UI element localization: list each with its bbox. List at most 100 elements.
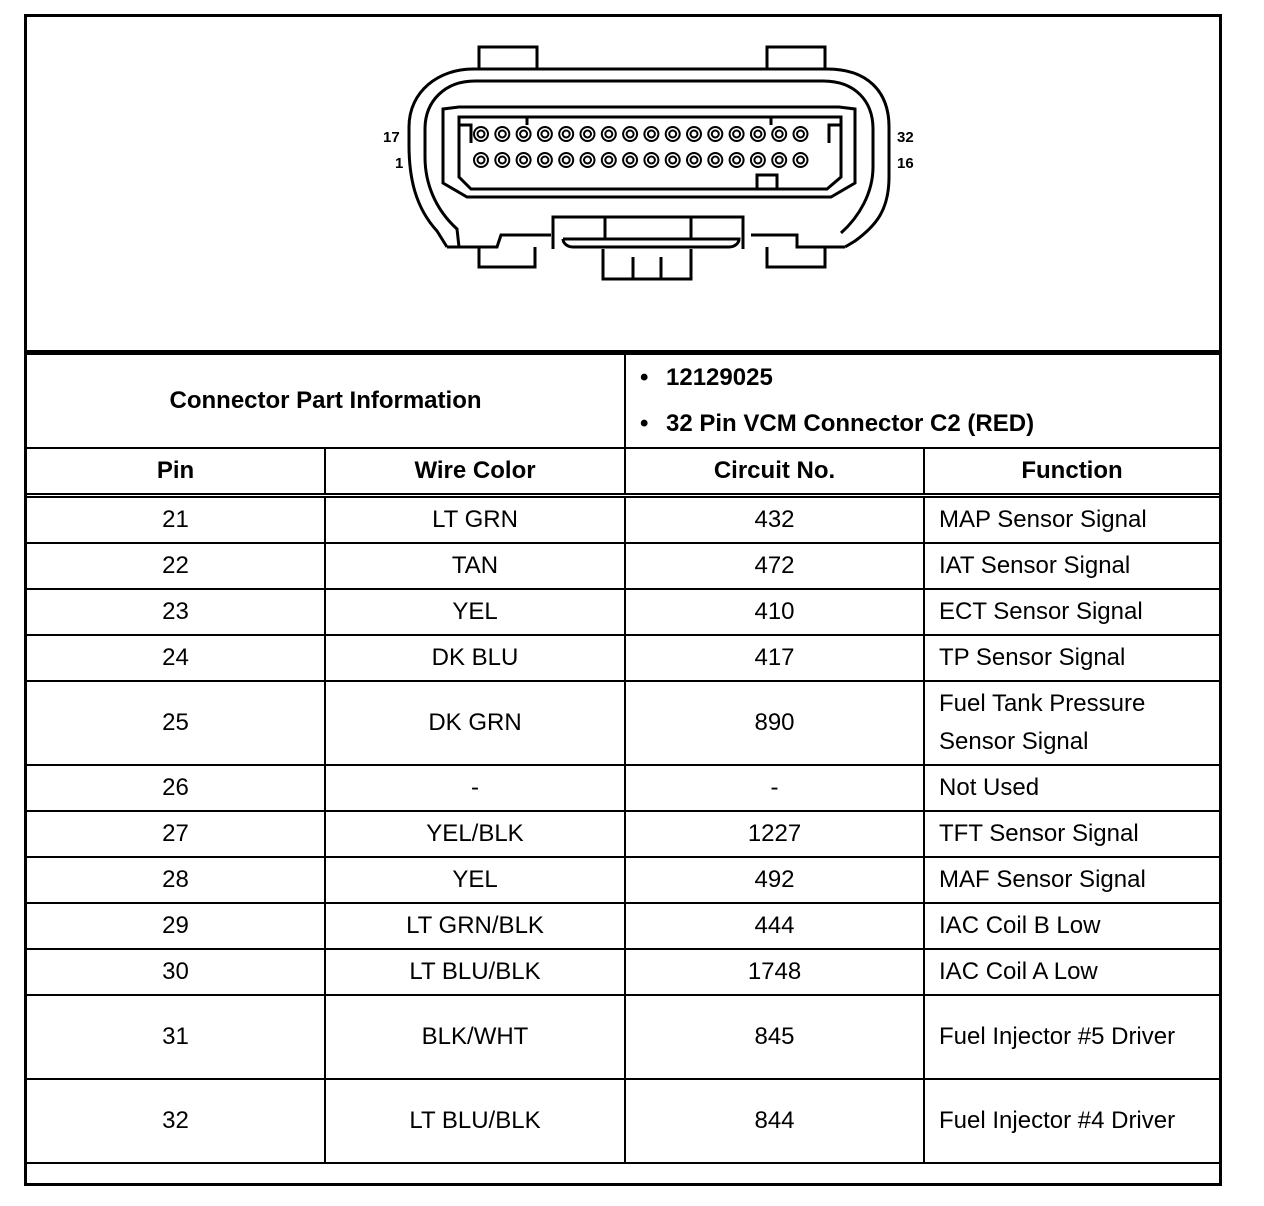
bullet-glyph: • (640, 364, 649, 391)
wire-color-cell: LT GRN/BLK (323, 902, 627, 950)
pin-hole-center (646, 129, 656, 139)
pin-hole-center (710, 129, 720, 139)
pin-cell: 23 (27, 588, 326, 636)
function-cell: MAP Sensor Signal (923, 494, 1220, 544)
pin-hole-center (774, 155, 784, 165)
wire-color-cell: LT GRN (323, 494, 627, 544)
pin-hole-center (668, 129, 678, 139)
pin-hole-center (583, 155, 592, 165)
circuit-no-cell: 1748 (624, 948, 926, 996)
wire-color-cell: YEL (323, 588, 627, 636)
pin-hole (664, 126, 681, 142)
function-cell: IAC Coil B Low (923, 902, 1220, 950)
connector-info-row: Connector Part Information •12129025 •32… (27, 353, 1220, 449)
connector-description-line: •32 Pin VCM Connector C2 (RED) (640, 401, 1219, 447)
wire-color-cell: LT BLU/BLK (323, 948, 627, 996)
pin-hole (536, 126, 553, 142)
pin-hole-center (625, 155, 635, 165)
table-row: 26--Not Used (27, 764, 1220, 812)
pinout-sheet: 17 1 32 16 Connector Part Information •1… (24, 14, 1222, 1186)
function-cell: Fuel Tank Pressure Sensor Signal (923, 680, 1220, 766)
pin-cell: 25 (27, 680, 326, 766)
part-number-line: •12129025 (640, 355, 1219, 401)
circuit-no-cell: 472 (624, 542, 926, 590)
circuit-no-cell: 410 (624, 588, 926, 636)
wire-color-cell: BLK/WHT (323, 994, 627, 1080)
connector-info-details: •12129025 •32 Pin VCM Connector C2 (RED) (624, 353, 1220, 449)
circuit-no-cell: 432 (624, 494, 926, 544)
pin-hole (749, 126, 766, 142)
function-cell: TP Sensor Signal (923, 634, 1220, 682)
pin-hole-center (519, 129, 529, 139)
pin-label-16: 16 (897, 155, 914, 172)
pin-hole (686, 126, 702, 142)
pin-hole-center (561, 155, 571, 165)
pin-hole (728, 126, 745, 142)
function-cell: Fuel Injector #4 Driver (923, 1078, 1220, 1164)
pin-hole-center (668, 155, 678, 165)
pin-cell: 32 (27, 1078, 326, 1164)
connector-diagram-area: 17 1 32 16 (27, 17, 1219, 353)
pin-hole (515, 152, 532, 168)
pin-hole (600, 126, 617, 142)
pin-hole (686, 152, 702, 168)
pin-hole-center (774, 129, 784, 139)
pin-hole (664, 152, 681, 168)
pin-hole-center (689, 129, 699, 139)
function-cell: ECT Sensor Signal (923, 588, 1220, 636)
column-header-function: Function (923, 447, 1220, 498)
circuit-no-cell: - (624, 764, 926, 812)
pin-hole-center (497, 129, 507, 139)
pin-hole-center (497, 155, 507, 165)
circuit-no-cell: 417 (624, 634, 926, 682)
pin-hole-center (540, 155, 550, 165)
pin-hole (494, 152, 511, 168)
pin-hole (643, 126, 660, 142)
pin-hole (494, 126, 511, 142)
pin-hole-center (604, 129, 614, 139)
pin-label-1: 1 (395, 155, 404, 172)
connector-info-label: Connector Part Information (27, 353, 627, 449)
pin-hole (558, 126, 575, 142)
pin-hole (792, 126, 809, 142)
circuit-no-cell: 845 (624, 994, 926, 1080)
circuit-no-cell: 890 (624, 680, 926, 766)
pin-label-32: 32 (897, 129, 914, 146)
column-header-wire-color: Wire Color (323, 447, 627, 498)
pin-hole-center (796, 155, 805, 165)
pin-hole-center (625, 129, 635, 139)
pin-hole-center (753, 129, 763, 139)
pin-cell: 26 (27, 764, 326, 812)
pin-hole-center (583, 129, 592, 139)
pin-hole (473, 152, 489, 168)
wire-color-cell: - (323, 764, 627, 812)
pin-hole (558, 152, 575, 168)
pin-hole-center (561, 129, 571, 139)
wire-color-cell: DK BLU (323, 634, 627, 682)
column-header-pin: Pin (27, 447, 326, 498)
connector-face-diagram (407, 45, 891, 281)
pin-hole (579, 152, 596, 168)
circuit-no-cell: 844 (624, 1078, 926, 1164)
function-cell: Fuel Injector #5 Driver (923, 994, 1220, 1080)
function-cell: IAC Coil A Low (923, 948, 1220, 996)
pinout-table: Connector Part Information •12129025 •32… (27, 353, 1220, 1164)
function-cell: Not Used (923, 764, 1220, 812)
pin-cell: 29 (27, 902, 326, 950)
pin-hole (707, 152, 724, 168)
pin-hole (707, 126, 724, 142)
pin-hole (792, 152, 809, 168)
pin-hole-center (732, 129, 742, 139)
connector-description: 32 Pin VCM Connector C2 (RED) (666, 410, 1035, 437)
pin-cell: 22 (27, 542, 326, 590)
